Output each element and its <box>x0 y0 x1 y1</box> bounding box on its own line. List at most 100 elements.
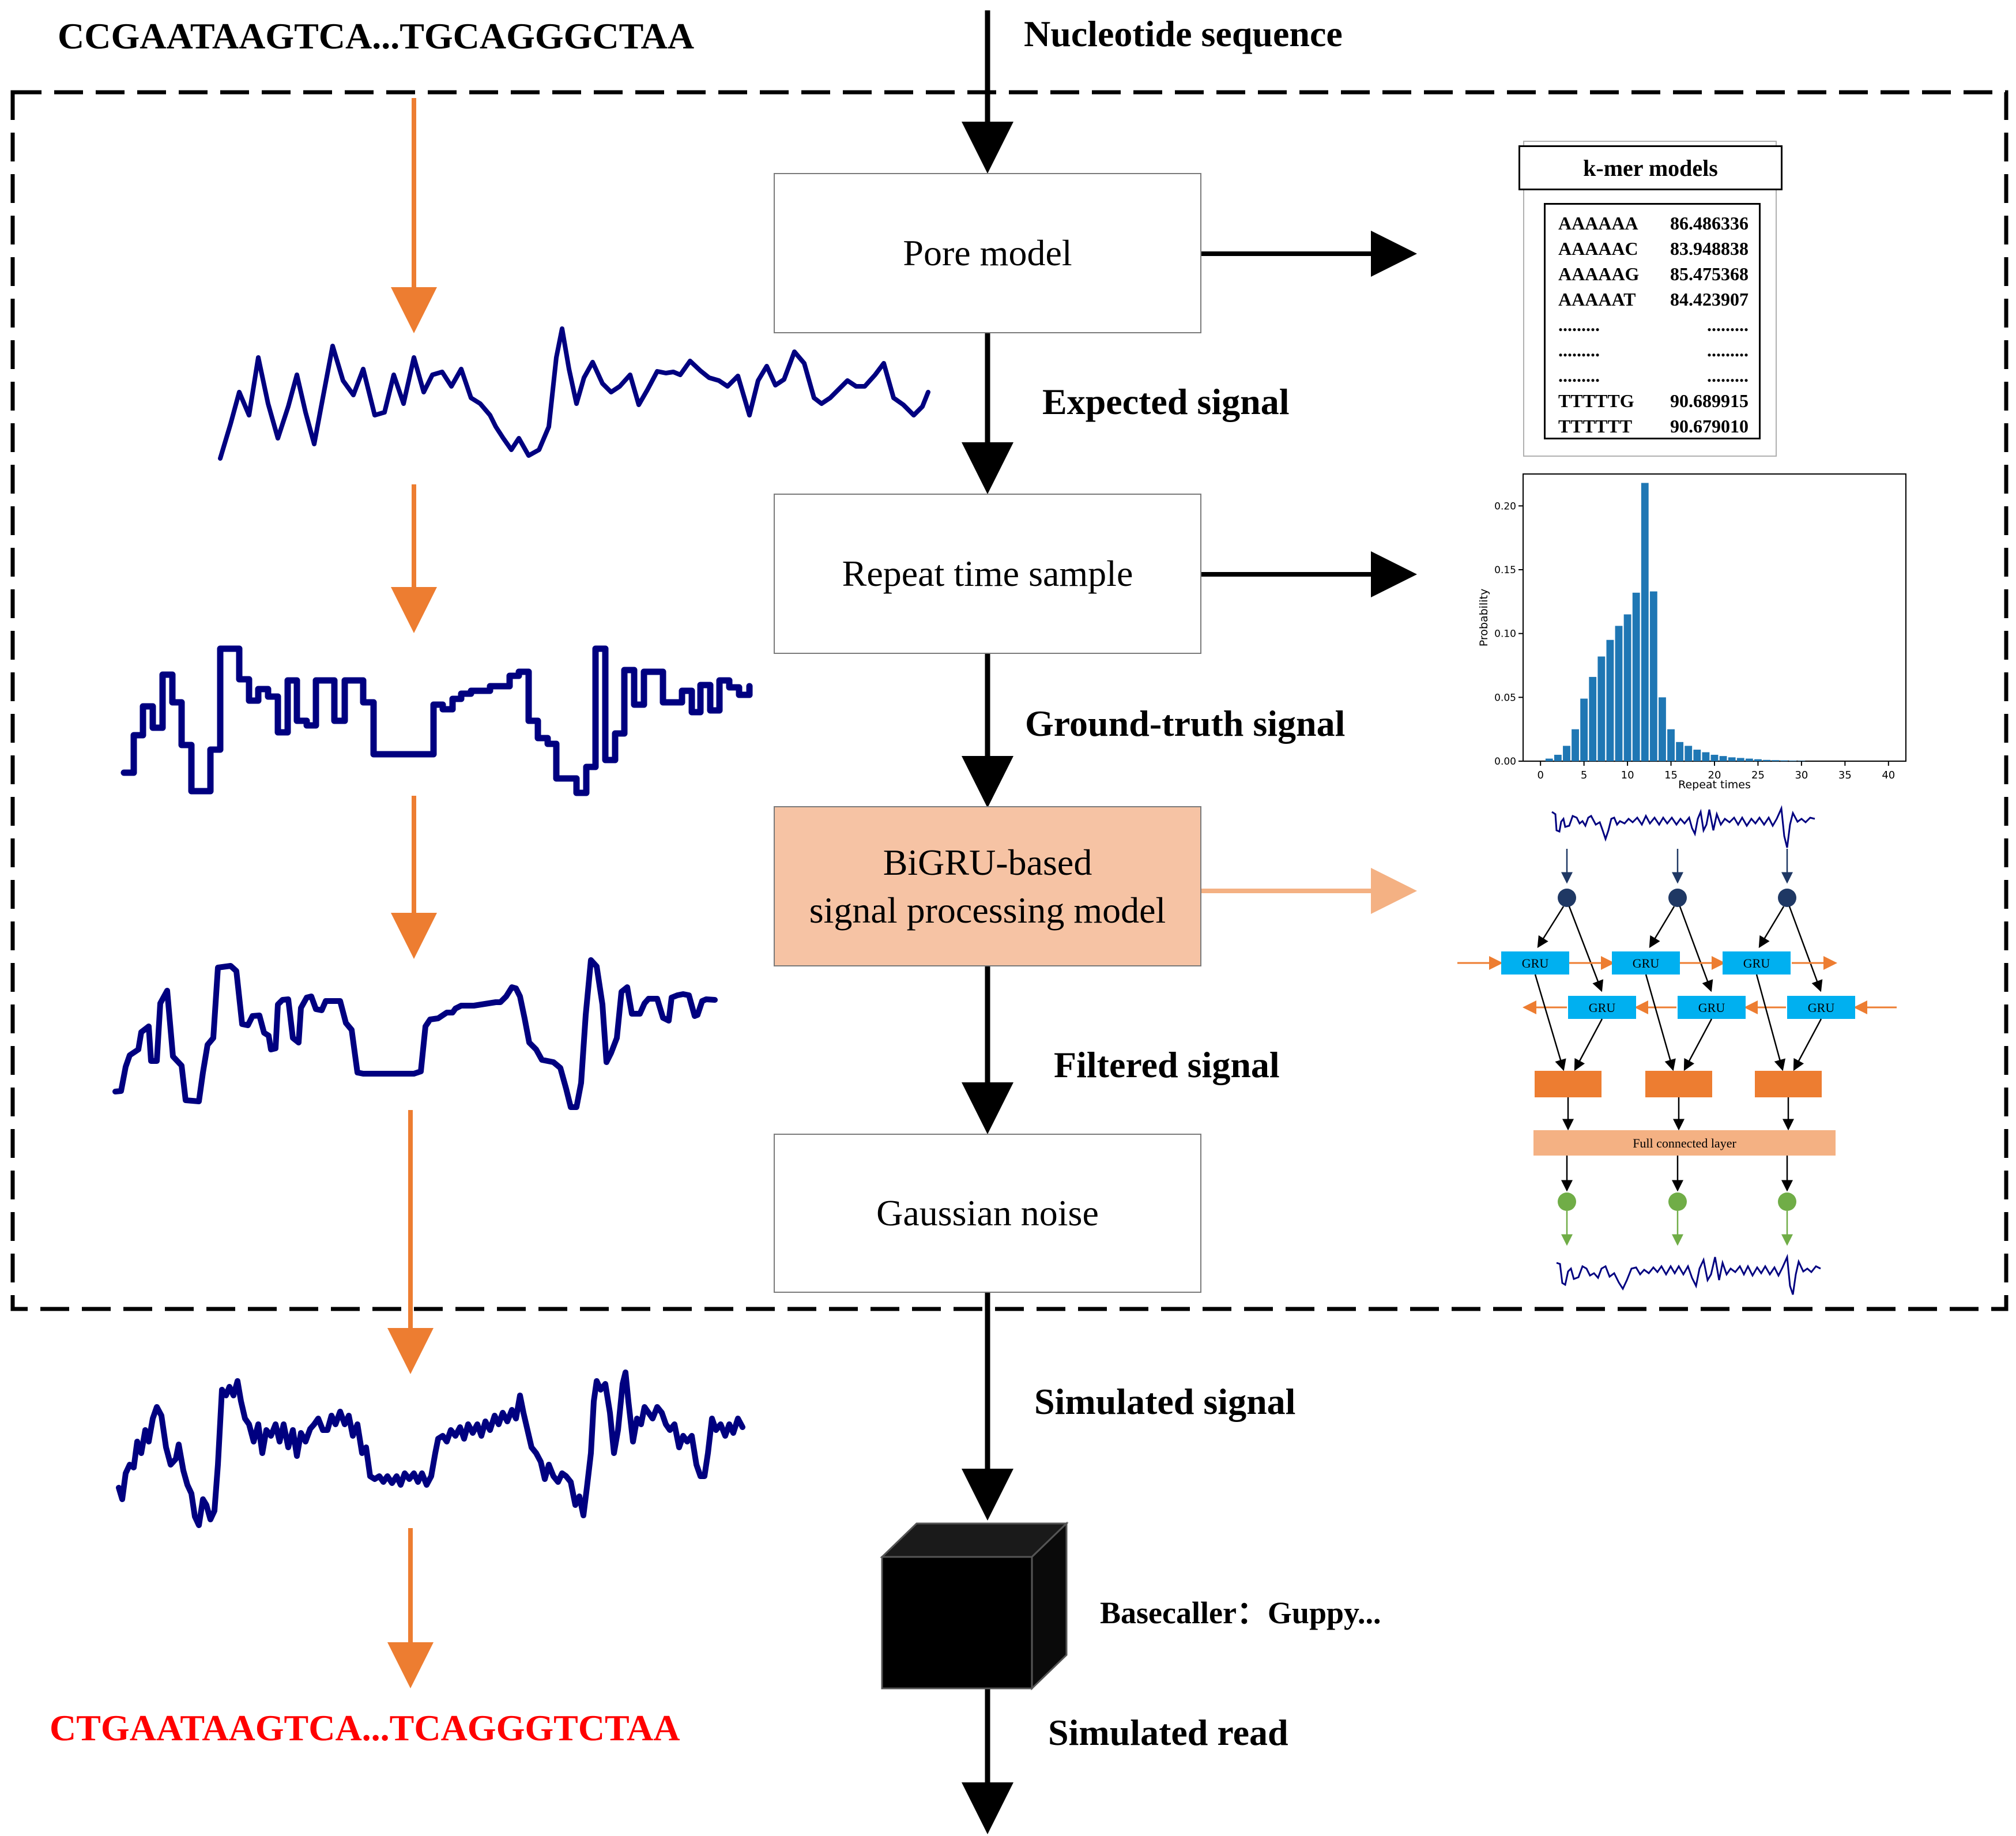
repeat-time-label: Repeat time sample <box>842 553 1133 595</box>
histogram-ytick-label: 0.05 <box>1494 692 1516 703</box>
repeat-time-box: Repeat time sample <box>774 494 1201 654</box>
left-orange-arrows <box>387 98 437 1688</box>
svg-text:GRU: GRU <box>1522 956 1549 970</box>
svg-text:GRU: GRU <box>1808 1000 1835 1015</box>
left-signals <box>112 326 930 1528</box>
histogram-ylabel: Probability <box>1478 589 1490 646</box>
svg-text:GRU: GRU <box>1698 1000 1725 1015</box>
histogram-bar <box>1572 729 1579 761</box>
histogram-xtick-label: 30 <box>1795 769 1808 781</box>
signal-expected <box>218 326 930 461</box>
concat-block <box>1535 1071 1602 1097</box>
gru-cell <box>1612 951 1680 975</box>
histogram-ytick-label: 0.20 <box>1494 501 1516 512</box>
histogram-bar <box>1589 676 1597 761</box>
full-connected-layer <box>1533 1130 1836 1156</box>
kmer-row: .................. <box>1558 340 1749 360</box>
label-expected-signal: Expected signal <box>1042 381 1290 422</box>
histogram-bar <box>1763 759 1770 761</box>
simulator-frame <box>10 90 2009 1311</box>
histogram-bar <box>1580 698 1588 761</box>
histogram-bar <box>1710 754 1719 761</box>
histogram-bar <box>1659 697 1666 761</box>
output-node <box>1558 1192 1576 1211</box>
output-sequence: CTGAATAAGTCA...TCAGGGTCTAA <box>50 1707 680 1748</box>
histogram-bar <box>1615 626 1623 761</box>
gru-input-signal <box>1551 805 1815 848</box>
input-sequence: CCGAATAAGTCA...TGCAGGGCTAA <box>58 16 695 57</box>
label-filtered-signal: Filtered signal <box>1054 1044 1280 1085</box>
gru-cell <box>1568 996 1636 1019</box>
gru-forward-row <box>1501 951 1791 975</box>
basecaller-label: Basecaller：Guppy... <box>1100 1596 1381 1630</box>
bigru-model-box: BiGRU-based signal processing model <box>774 806 1201 966</box>
histogram-bar <box>1641 483 1649 761</box>
output-node <box>1668 1192 1687 1211</box>
histogram-bar <box>1667 729 1675 761</box>
histogram-bar <box>1772 760 1780 761</box>
histogram-xtick-label: 25 <box>1751 769 1765 781</box>
histogram-ytick-label: 0.15 <box>1494 565 1516 576</box>
svg-text:GRU: GRU <box>1743 956 1770 970</box>
bigru-label-line1: BiGRU-based <box>883 841 1092 883</box>
kmer-row: .................. <box>1558 314 1749 335</box>
gru-output-signal <box>1556 1254 1821 1295</box>
gru-cell <box>1678 996 1746 1019</box>
svg-text:GRU: GRU <box>1633 956 1660 970</box>
histogram-bar <box>1685 746 1693 761</box>
svg-text:GRU: GRU <box>1589 1000 1616 1015</box>
histogram-xlabel: Repeat times <box>1678 778 1751 791</box>
histogram-bar <box>1693 750 1701 761</box>
label-simulated-signal: Simulated signal <box>1034 1381 1296 1422</box>
gaussian-noise-box: Gaussian noise <box>774 1134 1201 1293</box>
gru-backward-row <box>1568 996 1855 1019</box>
concat-block <box>1645 1071 1712 1097</box>
gru-cell <box>1501 951 1569 975</box>
input-node <box>1778 889 1796 907</box>
histogram-ytick-label: 0.10 <box>1494 629 1516 640</box>
basecaller-cube <box>880 1521 1069 1691</box>
pore-model-box: Pore model <box>774 173 1201 333</box>
histogram-bar <box>1745 758 1753 761</box>
label-simulated-read: Simulated read <box>1048 1712 1288 1753</box>
signal-ground-truth <box>120 645 753 796</box>
kmer-row: .................. <box>1558 365 1749 386</box>
signal-filtered <box>112 957 718 1110</box>
histogram-xtick-label: 15 <box>1664 769 1678 781</box>
histogram-bar <box>1606 639 1614 761</box>
histogram-bar <box>1632 592 1640 761</box>
bigru-label-line2: signal processing model <box>809 890 1166 931</box>
histogram-xtick-label: 10 <box>1621 769 1634 781</box>
histogram-bar <box>1702 752 1710 761</box>
histogram-bar <box>1728 757 1736 761</box>
histogram-xtick-label: 20 <box>1708 769 1721 781</box>
histogram-xtick-label: 5 <box>1581 769 1587 781</box>
histogram-bar <box>1554 754 1562 761</box>
label-ground-truth-signal: Ground-truth signal <box>1025 703 1346 744</box>
histogram-xtick-label: 40 <box>1882 769 1895 781</box>
histogram-ytick-label: 0.00 <box>1494 756 1516 767</box>
gru-cell <box>1723 951 1791 975</box>
output-node <box>1778 1192 1796 1211</box>
histogram-bar <box>1676 742 1684 761</box>
histogram-bar <box>1736 758 1744 761</box>
gaussian-noise-label: Gaussian noise <box>876 1192 1099 1234</box>
histogram-bar <box>1623 614 1631 761</box>
histogram-bar <box>1649 591 1657 761</box>
input-node <box>1668 889 1687 907</box>
gru-cell <box>1787 996 1855 1019</box>
pore-model-label: Pore model <box>903 232 1072 274</box>
concat-block <box>1755 1071 1822 1097</box>
input-node <box>1558 889 1576 907</box>
signal-simulated <box>116 1370 745 1528</box>
histogram-xtick-label: 35 <box>1838 769 1852 781</box>
